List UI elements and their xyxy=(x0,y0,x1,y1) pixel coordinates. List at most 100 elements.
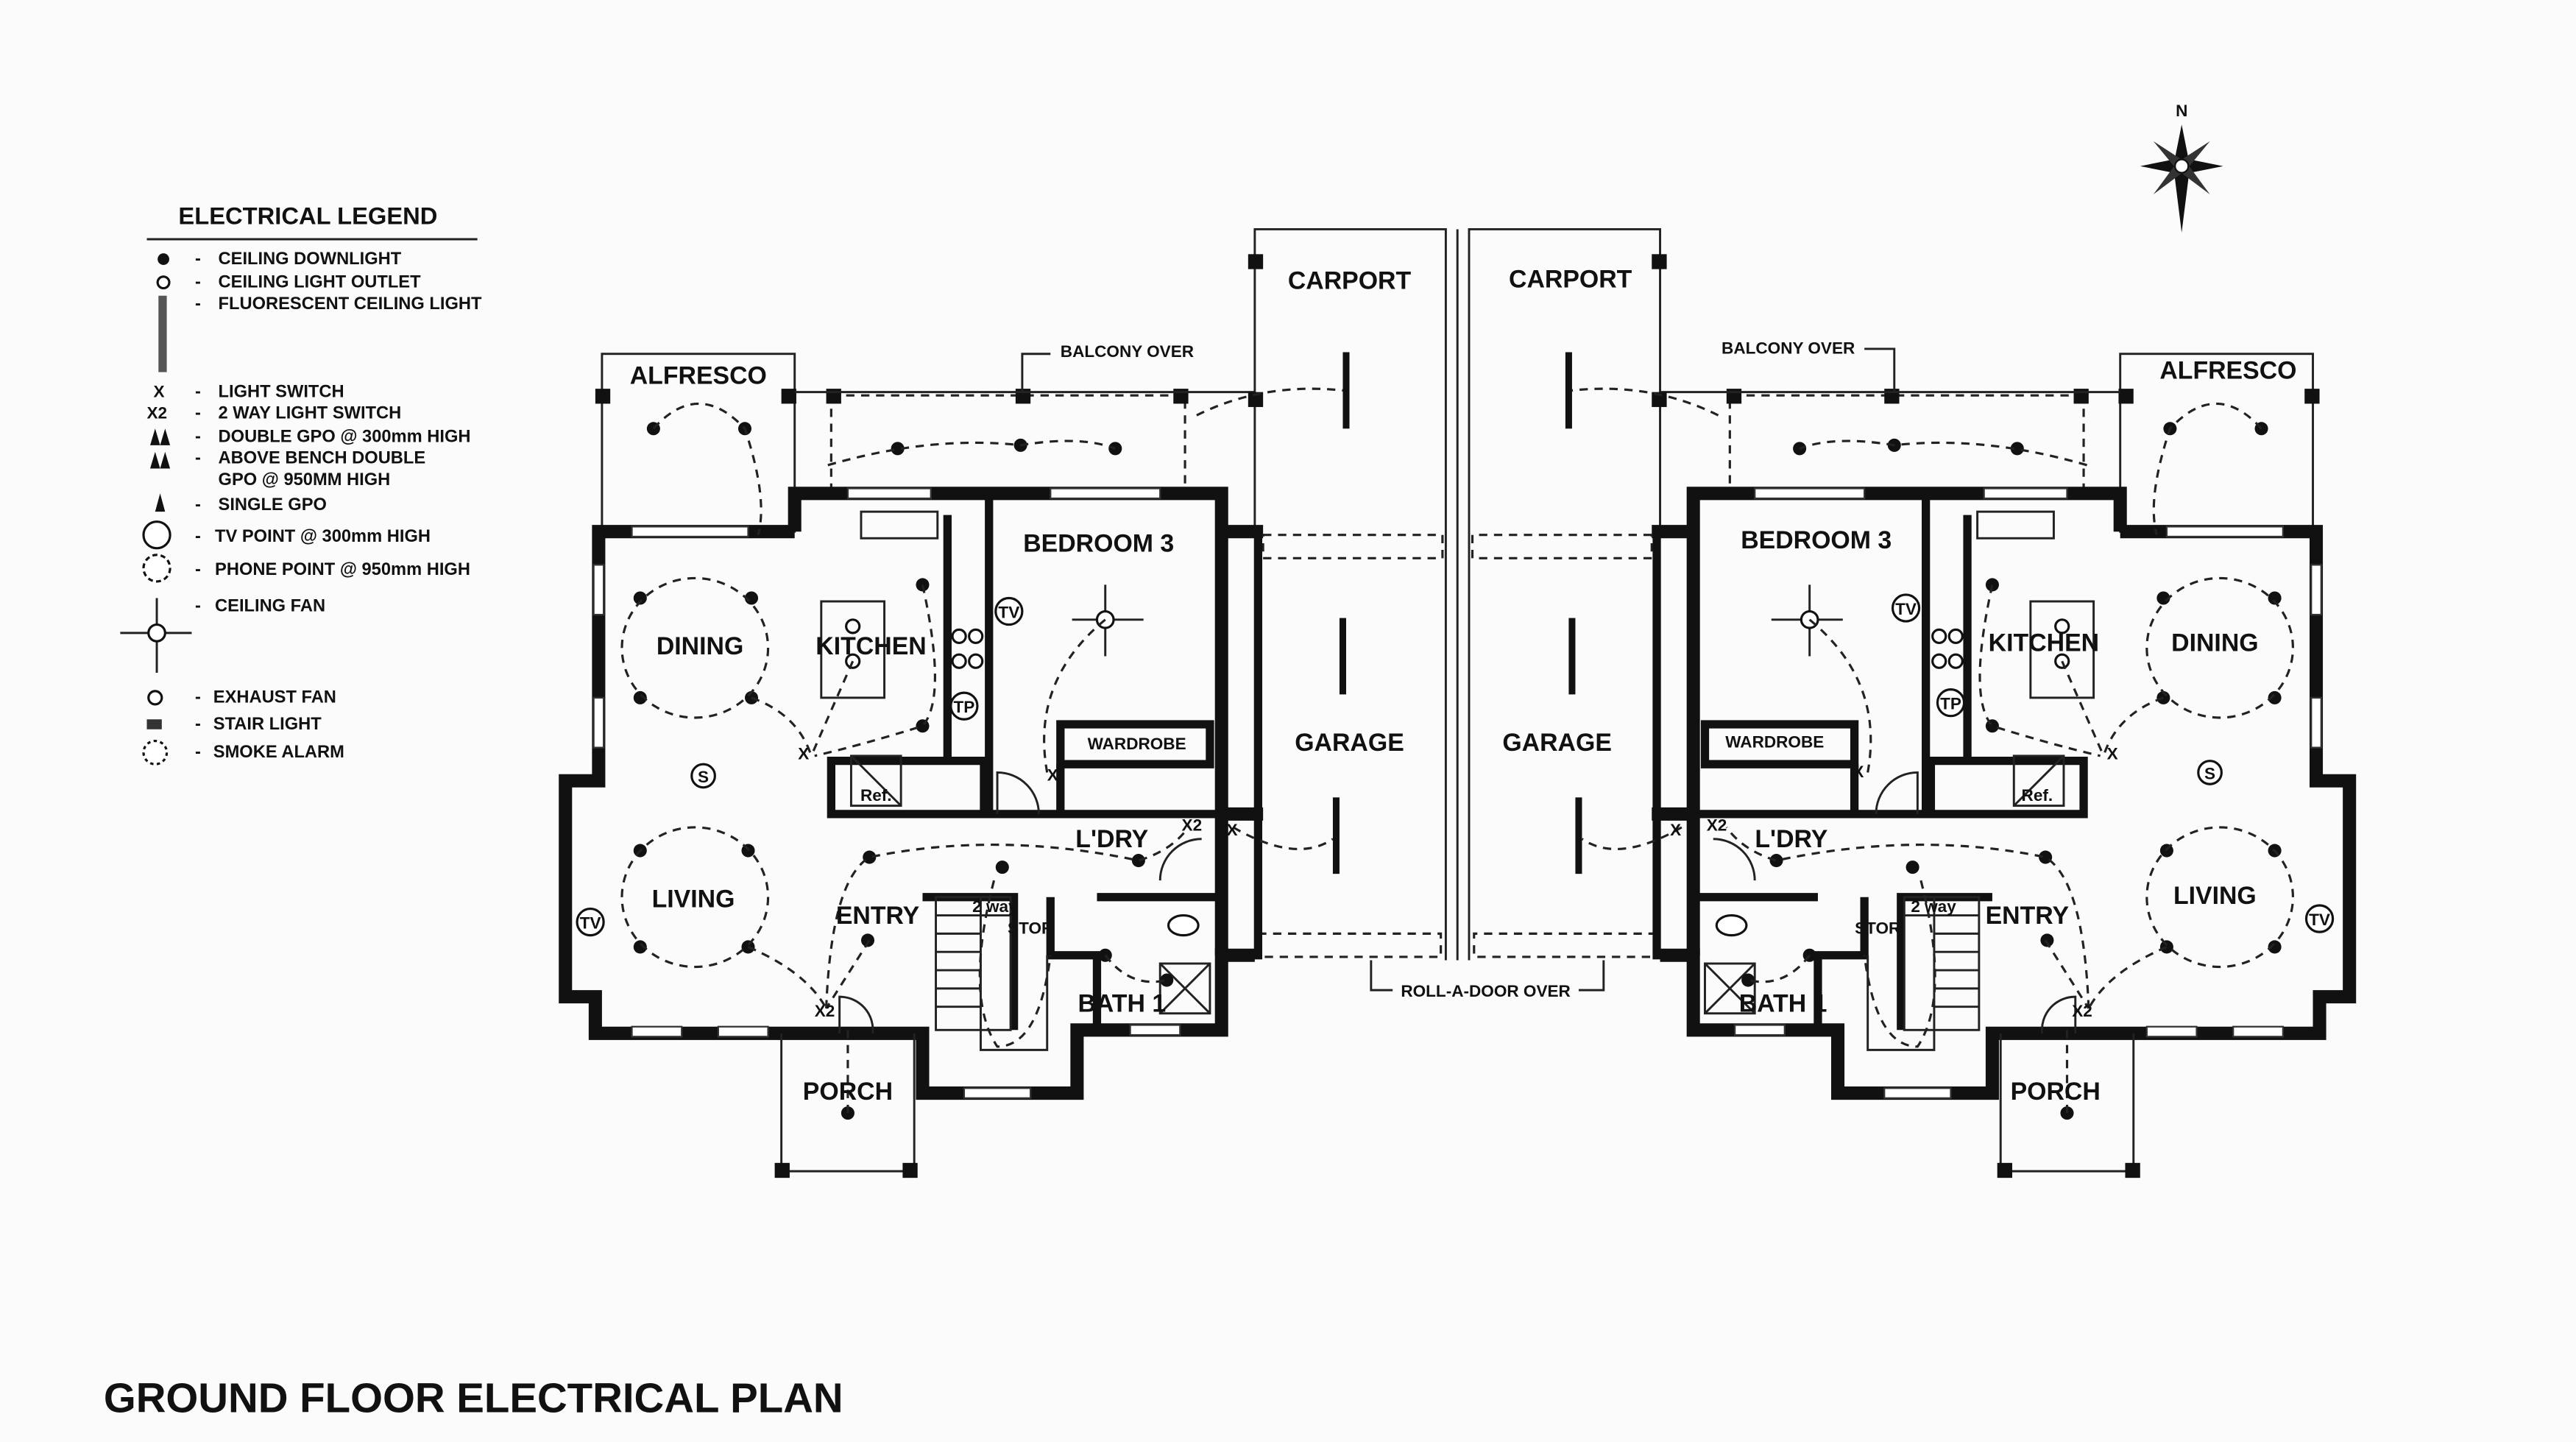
room-label-laundry: L'DRY xyxy=(1075,825,1148,853)
room-label-store: STOR xyxy=(1855,919,1900,937)
legend-dash: - xyxy=(195,597,201,616)
light-switch-icon: X xyxy=(154,382,165,400)
svg-text:S: S xyxy=(2204,764,2215,782)
legend-item-label: LIGHT SWITCH xyxy=(219,382,344,401)
room-label-entry: ENTRY xyxy=(836,902,920,930)
legend-item-label: CEILING LIGHT OUTLET xyxy=(219,272,422,291)
legend-item-label: SINGLE GPO xyxy=(219,495,327,515)
tv-point-icon: TV xyxy=(576,907,605,937)
legend-dash: - xyxy=(195,272,201,291)
svg-text:TP: TP xyxy=(1940,695,1961,713)
room-label-kitchen: KITCHEN xyxy=(815,632,926,660)
light-switch-icon: X xyxy=(2107,744,2118,763)
room-label-porch: PORCH xyxy=(803,1078,893,1106)
electrical-legend: ELECTRICAL LEGEND X X2 -CEILING DOWNLIGH… xyxy=(120,202,482,766)
room-label-carport: CARPORT xyxy=(1509,265,1632,293)
stair-light-icon xyxy=(146,719,162,729)
light-switch-icon: X xyxy=(1670,821,1681,839)
legend-item-label: CEILING DOWNLIGHT xyxy=(219,250,402,269)
legend-dash: - xyxy=(195,382,201,401)
legend-item-label: ABOVE BENCH DOUBLE xyxy=(219,449,426,468)
legend-dash: - xyxy=(195,250,201,269)
legend-item-label: FLUORESCENT CEILING LIGHT xyxy=(219,294,482,314)
fluorescent-light-icon xyxy=(158,295,167,372)
ceiling-fan-icon xyxy=(120,598,192,674)
legend-dash: - xyxy=(195,527,201,546)
tv-point-icon: TV xyxy=(994,596,1024,626)
legend-item-label: EXHAUST FAN xyxy=(213,688,336,707)
light-switch-icon: X xyxy=(1853,763,1864,781)
roll-a-door-over-label: ROLL-A-DOOR OVER xyxy=(1401,982,1570,1000)
room-label-wardrobe: WARDROBE xyxy=(1725,733,1824,752)
phone-point-icon xyxy=(142,554,171,583)
tv-point-icon: TV xyxy=(2304,904,2335,933)
room-label-porch: PORCH xyxy=(2011,1078,2101,1106)
fridge-label: Ref. xyxy=(2022,786,2053,805)
leader-line xyxy=(1370,960,1605,992)
svg-text:S: S xyxy=(698,768,709,786)
smoke-alarm-icon xyxy=(142,740,169,766)
svg-text:TV: TV xyxy=(998,604,1019,622)
ceiling-light-outlet-icon xyxy=(156,275,171,290)
tv-point-icon: TV xyxy=(1891,593,1921,623)
leader-line xyxy=(1864,347,1896,392)
legend-item-label: DOUBLE GPO @ 300mm HIGH xyxy=(219,427,471,446)
exhaust-fan-icon xyxy=(147,690,163,706)
svg-text:TV: TV xyxy=(1895,600,1917,618)
room-label-store: STOR xyxy=(1008,919,1053,937)
room-label-alfresco: ALFRESCO xyxy=(2159,357,2296,385)
stair-2way-label: 2 way xyxy=(972,897,1018,916)
two-way-switch-icon: X2 xyxy=(1707,816,1727,834)
light-switch-icon: X xyxy=(1226,821,1237,839)
legend-item-label: PHONE POINT @ 950mm HIGH xyxy=(215,560,470,579)
svg-text:TP: TP xyxy=(953,698,974,716)
two-way-switch-icon: X2 xyxy=(1182,816,1203,834)
leader-line xyxy=(1021,353,1051,392)
phone-point-icon: TP xyxy=(949,691,979,721)
legend-item-label: SMOKE ALARM xyxy=(213,743,344,762)
phone-point-icon: TP xyxy=(1936,688,1966,718)
legend-dash: - xyxy=(195,427,201,446)
bench-gpo-icon xyxy=(150,451,171,469)
stair-2way-label: 2 way xyxy=(1911,897,1956,916)
legend-item-label: TV POINT @ 300mm HIGH xyxy=(215,527,431,546)
two-way-switch-icon: X2 xyxy=(815,1002,835,1020)
smoke-alarm-icon: S xyxy=(2197,760,2223,785)
page-title: GROUND FLOOR ELECTRICAL PLAN xyxy=(104,1374,843,1421)
svg-text:TV: TV xyxy=(580,914,601,933)
room-label-bedroom3: BEDROOM 3 xyxy=(1741,526,1892,554)
north-compass-icon: N xyxy=(2140,102,2223,233)
legend-dash: - xyxy=(195,449,201,468)
legend-dash: - xyxy=(195,743,201,762)
smoke-alarm-icon: S xyxy=(690,763,716,789)
room-label-kitchen: KITCHEN xyxy=(1989,629,2099,657)
svg-text:TV: TV xyxy=(2309,911,2330,929)
room-label-living: LIVING xyxy=(652,885,735,913)
room-label-bedroom3: BEDROOM 3 xyxy=(1023,529,1174,557)
room-label-laundry: L'DRY xyxy=(1755,825,1827,853)
svg-text:N: N xyxy=(2176,102,2187,120)
legend-dash: - xyxy=(195,560,201,579)
room-label-bath1: BATH 1 xyxy=(1078,989,1166,1017)
legend-heading: ELECTRICAL LEGEND xyxy=(178,202,437,230)
room-label-bath1: BATH 1 xyxy=(1739,989,1827,1017)
room-label-alfresco: ALFRESCO xyxy=(630,361,767,389)
room-label-garage: GARAGE xyxy=(1295,729,1404,757)
room-label-entry: ENTRY xyxy=(1986,902,2070,930)
legend-item-label: STAIR LIGHT xyxy=(213,715,322,734)
room-label-carport: CARPORT xyxy=(1288,267,1412,295)
two-way-switch-icon: X2 xyxy=(2072,1002,2092,1020)
room-label-wardrobe: WARDROBE xyxy=(1088,735,1186,753)
tv-point-icon xyxy=(142,520,171,550)
single-gpo-icon xyxy=(155,493,166,512)
light-switch-icon: X xyxy=(1047,766,1058,785)
legend-dash: - xyxy=(195,404,201,423)
double-gpo-icon xyxy=(150,428,171,445)
room-label-garage: GARAGE xyxy=(1502,729,1612,757)
legend-dash: - xyxy=(195,688,201,707)
legend-item-label: CEILING FAN xyxy=(215,597,325,616)
two-way-switch-icon: X2 xyxy=(147,404,168,423)
legend-dash: - xyxy=(195,294,201,314)
room-label-dining: DINING xyxy=(657,632,743,660)
